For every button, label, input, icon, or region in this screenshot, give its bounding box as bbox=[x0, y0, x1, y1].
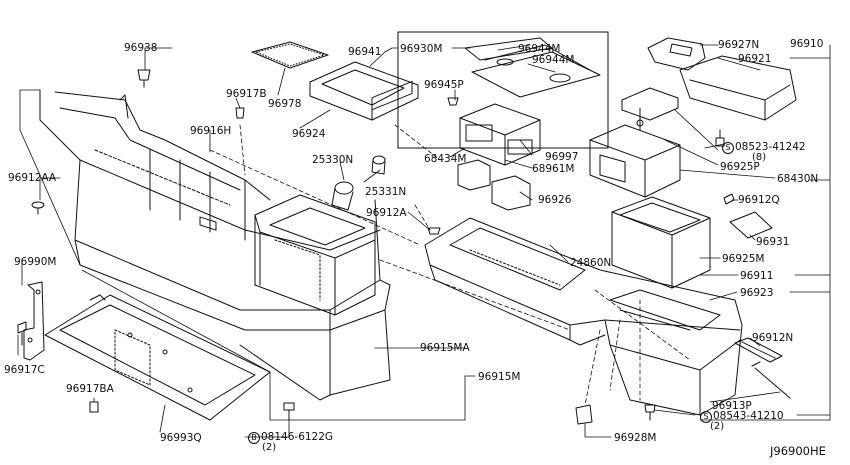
clip-96945P bbox=[447, 97, 459, 106]
label-96923: 96923 bbox=[740, 287, 774, 299]
label-68961M: 68961M bbox=[532, 163, 575, 175]
label-96925P: 96925P bbox=[720, 161, 760, 173]
label-96915M: 96915M bbox=[478, 371, 521, 383]
label-96925M: 96925M bbox=[722, 253, 765, 265]
label-25331N: 25331N bbox=[365, 186, 407, 198]
label-96912N: 96912N bbox=[752, 332, 794, 344]
label-96944M-b: 96944M bbox=[532, 54, 575, 66]
rear-console-body bbox=[424, 217, 743, 416]
label-96911: 96911 bbox=[740, 270, 774, 282]
label-96944M-a: 96944M bbox=[518, 43, 561, 55]
armrest-96921 bbox=[679, 55, 797, 121]
label-96912AA: 96912AA bbox=[8, 172, 57, 184]
screw-08543 bbox=[644, 404, 656, 421]
label-96997: 96997 bbox=[545, 151, 579, 163]
mat-96978 bbox=[251, 41, 329, 69]
front-console-tray bbox=[254, 194, 376, 316]
hinge-96925P bbox=[621, 87, 679, 131]
diagram-reference: J96900HE bbox=[770, 444, 826, 458]
label-96912Q: 96912Q bbox=[738, 194, 780, 206]
tray-96924 bbox=[309, 61, 419, 121]
cupholder-box-frame bbox=[397, 31, 609, 149]
lighter-socket bbox=[331, 155, 386, 211]
screw-08146 bbox=[283, 402, 295, 421]
label-96924: 96924 bbox=[292, 128, 326, 140]
label-96917C: 96917C bbox=[4, 364, 45, 376]
armrest-hinge-96927N bbox=[647, 37, 706, 71]
clip-96912A bbox=[427, 227, 441, 235]
label-96916H: 96916H bbox=[190, 125, 232, 137]
side-bracket bbox=[23, 281, 45, 361]
cupholder-base bbox=[459, 103, 541, 166]
label-96930M: 96930M bbox=[400, 43, 443, 55]
code-08543-qty: (2) bbox=[710, 421, 725, 432]
leader-lines bbox=[17, 44, 831, 438]
code-08523-qty: (8) bbox=[752, 152, 767, 163]
code-08543-number: 08543-41210 bbox=[713, 410, 784, 422]
label-96927N: 96927N bbox=[718, 39, 760, 51]
standard-bolt-circle: S bbox=[700, 411, 712, 423]
standard-bolt-circle: S bbox=[722, 142, 734, 154]
label-96938: 96938 bbox=[124, 42, 158, 54]
cupholder-lid-96944M bbox=[464, 37, 601, 98]
rod-96913P bbox=[751, 361, 791, 399]
screw-96917C bbox=[17, 321, 27, 346]
clip-96938 bbox=[137, 69, 151, 88]
code-08146-number: 08146-6122G bbox=[261, 431, 334, 443]
storage-box-96925M bbox=[611, 196, 711, 289]
label-96921: 96921 bbox=[738, 53, 772, 65]
label-96941: 96941 bbox=[348, 46, 382, 58]
code-08146-qty: (2) bbox=[262, 442, 277, 453]
label-96993Q: 96993Q bbox=[160, 432, 202, 444]
label-96912A: 96912A bbox=[366, 207, 407, 219]
base-plate bbox=[44, 294, 271, 421]
label-96990M: 96990M bbox=[14, 256, 57, 268]
label-68434M: 68434M bbox=[424, 153, 467, 165]
clip-96917B bbox=[235, 107, 245, 119]
label-96928M: 96928M bbox=[614, 432, 657, 444]
label-96917B: 96917B bbox=[226, 88, 267, 100]
label-96917BA: 96917BA bbox=[66, 383, 114, 395]
panel-96931 bbox=[729, 211, 773, 239]
clip-96912Q bbox=[723, 193, 735, 205]
label-68430N: 68430N bbox=[777, 173, 819, 185]
strip-96912N bbox=[734, 337, 783, 363]
label-96915MA: 96915MA bbox=[420, 342, 470, 354]
label-96978: 96978 bbox=[268, 98, 302, 110]
clip-96912AA bbox=[31, 201, 45, 215]
cups-68434M bbox=[457, 159, 531, 211]
label-96926: 96926 bbox=[538, 194, 572, 206]
label-96910: 96910 bbox=[790, 38, 824, 50]
clip-96917BA bbox=[89, 401, 99, 413]
label-96931: 96931 bbox=[756, 236, 790, 248]
clip-96928M bbox=[575, 404, 593, 425]
label-96945P: 96945P bbox=[424, 79, 464, 91]
bin-68430N bbox=[589, 124, 681, 198]
label-96913P: 96913P bbox=[712, 400, 752, 412]
code-08523-number: 08523-41242 bbox=[735, 141, 806, 153]
label-24860N: 24860N bbox=[570, 257, 612, 269]
label-25330N: 25330N bbox=[312, 154, 354, 166]
front-console-body bbox=[39, 89, 391, 401]
bolt-circle: B bbox=[248, 432, 260, 444]
